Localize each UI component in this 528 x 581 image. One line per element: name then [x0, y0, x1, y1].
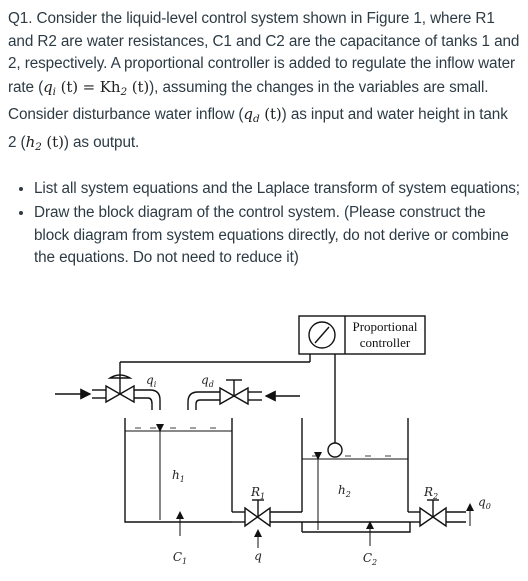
gauge-icon [308, 321, 336, 349]
tank-1 [124, 418, 232, 523]
float-icon [327, 442, 343, 458]
task-item-2: Draw the block diagram of the control sy… [34, 202, 520, 270]
label-r2: R2 [423, 485, 438, 501]
disturbance-valve-icon [219, 386, 249, 406]
label-q: q [254, 549, 262, 563]
controller-label-2: controller [360, 335, 411, 350]
qd-expression: qd (t) [243, 105, 282, 126]
task-list: List all system equations and the Laplac… [8, 178, 520, 270]
label-r1: R1 [250, 485, 265, 501]
label-qd: qd [201, 373, 214, 389]
control-valve-icon [105, 384, 135, 404]
label-h2: h2 [338, 483, 351, 499]
controller-box [298, 315, 426, 355]
task-item-1: List all system equations and the Laplac… [34, 178, 520, 201]
label-qo: q0 [478, 495, 491, 511]
qi-expression: qi (t) = Kh2 (t) [43, 77, 150, 98]
label-c1: C1 [173, 550, 187, 566]
question-text: Q1. Consider the liquid-level control sy… [8, 8, 520, 272]
label-qi: qi [146, 373, 157, 389]
h2-expression: h2 (t) [25, 132, 64, 153]
controller-label-1: Proportional [353, 319, 418, 334]
valve-r2-icon [419, 506, 447, 528]
label-h1: h1 [172, 468, 185, 484]
valve-r1-icon [244, 506, 271, 528]
label-c2: C2 [363, 551, 377, 567]
liquid-level-figure: Proportional controller qi qd h1 R1 h2 R… [55, 315, 491, 567]
question-intro: Q1. Consider the liquid-level control sy… [8, 10, 520, 153]
